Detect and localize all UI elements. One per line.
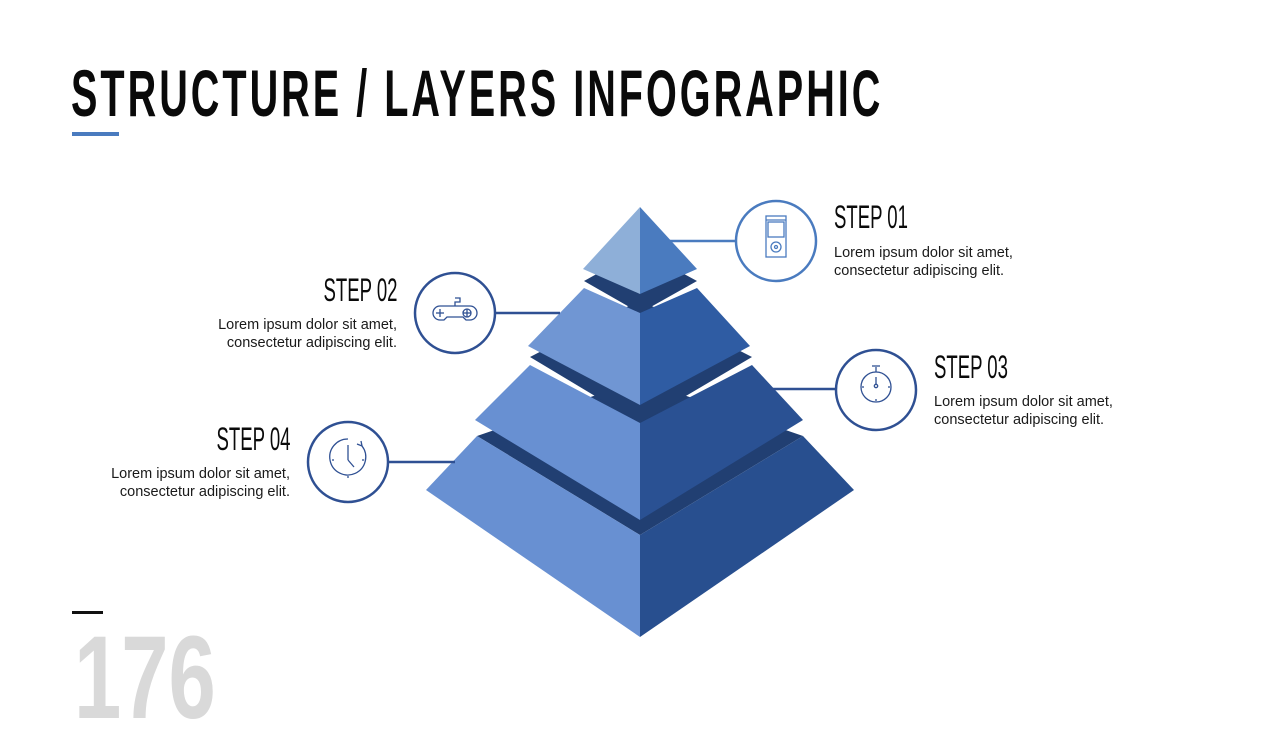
tier-2-left-face (528, 288, 640, 405)
page-number: 176 (74, 612, 216, 744)
tier-3-left-face (475, 365, 640, 520)
page-number-rule (72, 611, 103, 614)
title-accent-bar (72, 132, 119, 136)
pyramid-tier-1 (583, 207, 697, 294)
step-4-icon-circle (306, 420, 390, 504)
step-1-icon-circle (734, 199, 818, 283)
step-4-line-2: consectetur adipiscing elit. (119, 483, 290, 500)
tier-2-right-face (640, 288, 750, 405)
gamepad-icon (432, 297, 478, 321)
tier-3-right-face (640, 365, 803, 520)
step-2-heading: STEP 02 (323, 272, 397, 308)
stopwatch-icon (860, 365, 892, 403)
tier-1-left-face (583, 207, 640, 294)
clock-refresh-icon (329, 438, 367, 478)
step-1-heading: STEP 01 (834, 199, 908, 235)
step-4-line-1: Lorem ipsum dolor sit amet, (111, 466, 290, 482)
step-1-line-2: consectetur adipiscing elit. (834, 262, 1005, 279)
pyramid-diagram (306, 199, 918, 637)
page-title: STRUCTURE / LAYERS INFOGRAPHIC (71, 56, 884, 130)
music-player-icon (765, 215, 787, 258)
tier-4-right-face (640, 436, 854, 637)
step-3-icon-circle (834, 348, 918, 432)
step-1-line-1: Lorem ipsum dolor sit amet, (834, 245, 1013, 261)
tier-4-left-face (426, 436, 640, 637)
step-3-line-1: Lorem ipsum dolor sit amet, (934, 394, 1113, 410)
step-4-description: Lorem ipsum dolor sit amet, consectetur … (111, 466, 290, 501)
step-2-icon-circle (413, 271, 497, 355)
step-3-heading: STEP 03 (934, 349, 1008, 385)
step-1-description: Lorem ipsum dolor sit amet, consectetur … (834, 245, 1013, 280)
step-3-description: Lorem ipsum dolor sit amet, consectetur … (934, 394, 1113, 429)
step-3-line-2: consectetur adipiscing elit. (934, 411, 1105, 428)
step-2-description: Lorem ipsum dolor sit amet, consectetur … (218, 317, 397, 352)
step-2-line-1: Lorem ipsum dolor sit amet, (218, 317, 397, 333)
tier-1-right-face (640, 207, 697, 294)
step-4-heading: STEP 04 (216, 421, 290, 457)
step-2-line-2: consectetur adipiscing elit. (226, 334, 397, 351)
